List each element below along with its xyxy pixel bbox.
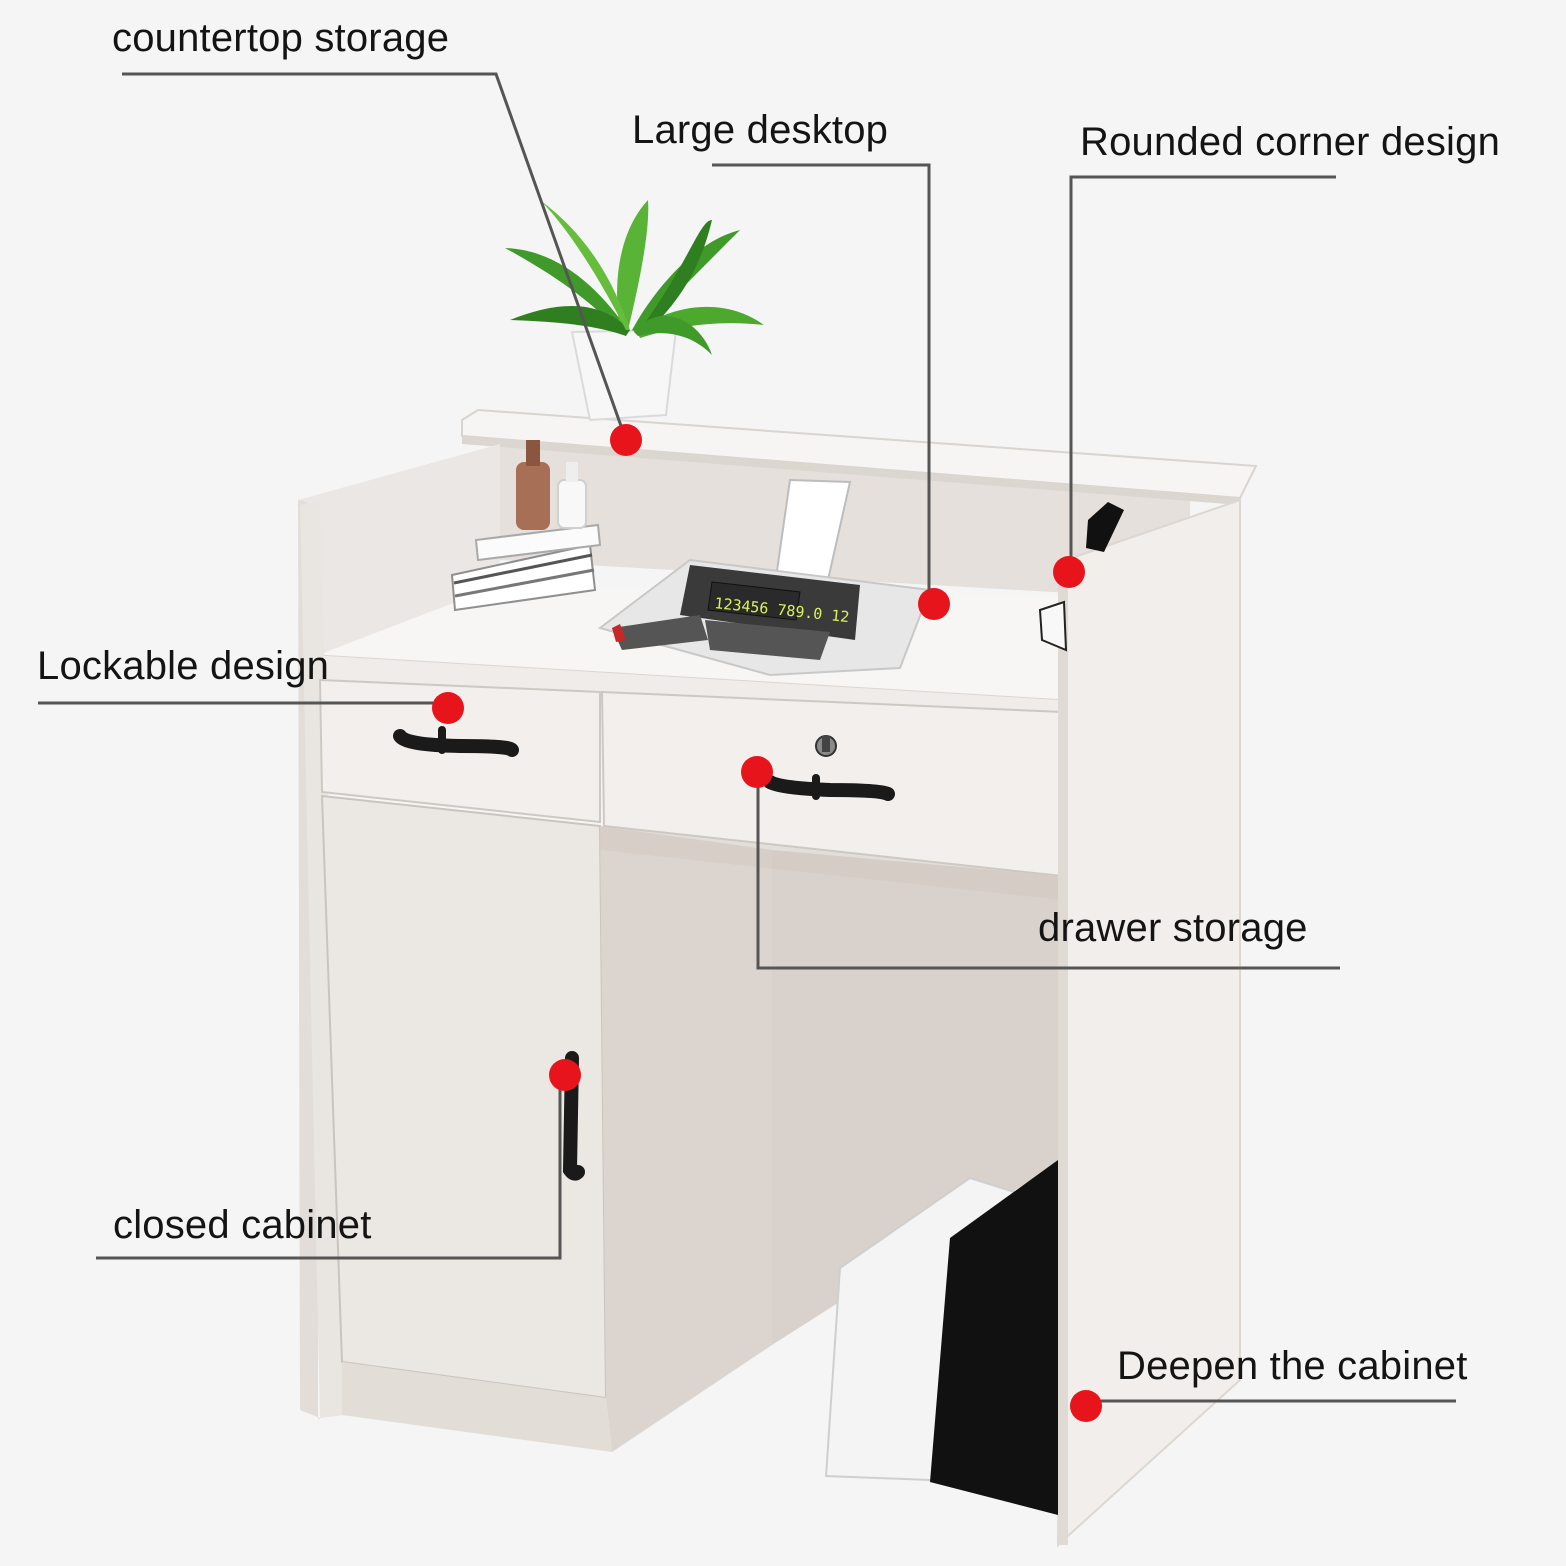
leader-rounded-corner (1069, 175, 1336, 571)
printing-calculator-icon: 123456 789.0 12 (597, 478, 932, 677)
potted-plant-icon (505, 200, 764, 422)
marker-deepen-cabinet[interactable] (1070, 1390, 1102, 1422)
books-and-bottles (450, 440, 602, 612)
label-deepen-the-cabinet: Deepen the cabinet (1117, 1344, 1468, 1388)
right-side-panel (1056, 498, 1241, 1548)
countertop-shelf (461, 408, 1258, 500)
lock-icon (815, 735, 837, 757)
label-closed-cabinet: closed cabinet (113, 1203, 372, 1247)
marker-drawer-storage[interactable] (741, 756, 773, 788)
label-large-desktop: Large desktop (632, 108, 889, 152)
label-rounded-corner-design: Rounded corner design (1080, 120, 1501, 164)
drawer-handles (393, 726, 895, 1181)
leader-closed-cabinet (96, 1075, 562, 1260)
markers (432, 424, 1102, 1422)
right-drawer-handle[interactable] (763, 775, 895, 801)
cabinet-door-handle[interactable] (562, 1051, 585, 1181)
leader-large-desktop (712, 163, 931, 603)
marker-lockable-design[interactable] (432, 692, 464, 724)
label-drawer-storage: drawer storage (1038, 906, 1308, 950)
label-lockable-design: Lockable design (37, 644, 330, 688)
marker-closed-cabinet[interactable] (549, 1059, 581, 1091)
label-countertop-storage: countertop storage (112, 16, 450, 60)
marker-rounded-corner[interactable] (1053, 556, 1085, 588)
cabinet-door[interactable] (320, 794, 608, 1400)
marker-large-desktop[interactable] (918, 588, 950, 620)
shopping-bags (824, 1160, 1058, 1515)
marker-countertop-storage[interactable] (610, 424, 642, 456)
leader-drawer-storage (756, 772, 1340, 970)
left-drawer-handle[interactable] (393, 729, 519, 757)
phone-stand (1038, 502, 1124, 652)
leader-countertop-storage (122, 72, 628, 441)
